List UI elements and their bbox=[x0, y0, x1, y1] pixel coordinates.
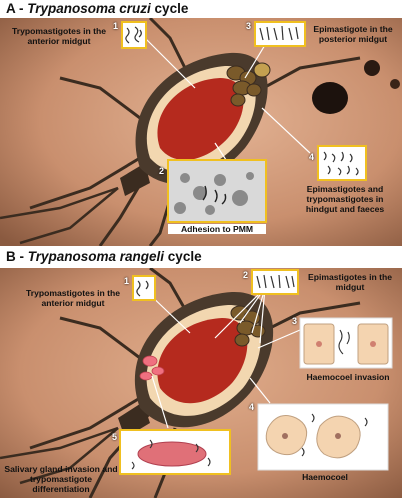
trypomastigote-icon bbox=[125, 26, 142, 44]
panel-b-title-prefix: B - bbox=[6, 249, 28, 264]
panel-a-diagram: 1 2 3 4 Trypomastigotes in the anterior … bbox=[0, 18, 402, 246]
salivary-parasite-icon bbox=[131, 439, 211, 470]
panel-a-illustration bbox=[0, 18, 402, 246]
callout-2-box bbox=[251, 269, 299, 295]
salivary-glands bbox=[139, 355, 165, 381]
step-4-number: 4 bbox=[249, 402, 255, 412]
callout-1-box bbox=[121, 21, 147, 49]
faeces-spot bbox=[390, 79, 400, 89]
bug-antennae bbox=[0, 426, 119, 485]
panel-a-title: A - Trypanosoma cruzi cycle bbox=[6, 1, 188, 16]
step-2-number: 2 bbox=[159, 166, 165, 176]
mixed-parasites-icon bbox=[323, 151, 359, 176]
step-1-number: 1 bbox=[113, 21, 119, 31]
step-2-number: 2 bbox=[243, 270, 249, 280]
label-a-hindgut-faeces: Epimastigotes and trypomastigotes in hin… bbox=[305, 184, 385, 214]
step-5-number: 5 bbox=[112, 432, 118, 442]
haemocoel-parasite-icon bbox=[301, 413, 368, 457]
panel-b-illustration bbox=[0, 268, 402, 498]
midgut bbox=[157, 78, 244, 161]
epithelium-cells bbox=[303, 323, 389, 365]
panel-a-species: Trypanosoma cruzi bbox=[27, 1, 151, 16]
epimastigote-icon bbox=[259, 25, 299, 41]
posterior-midgut-coils bbox=[226, 62, 271, 107]
step-3-number: 3 bbox=[292, 316, 298, 326]
haemocytes bbox=[265, 415, 361, 459]
label-a-anterior-midgut: Trypomastigotes in the anterior midgut bbox=[11, 26, 107, 46]
label-b-salivary-gland: Salivary gland invasion and trypomastigo… bbox=[4, 464, 118, 494]
label-b-haemocoel: Haemocoel bbox=[302, 472, 348, 482]
micrograph-texture bbox=[174, 172, 254, 215]
label-a-adhesion: Adhesion to PMM bbox=[168, 224, 266, 234]
trypomastigote-icon bbox=[136, 280, 149, 297]
bug-head bbox=[120, 163, 150, 196]
step-4-number: 4 bbox=[309, 152, 315, 162]
faeces-spot bbox=[364, 60, 380, 76]
faeces-spot bbox=[312, 82, 348, 114]
panel-b-species: Trypanosoma rangeli bbox=[27, 249, 165, 264]
epimastigote-icon bbox=[256, 274, 295, 289]
midgut bbox=[157, 318, 248, 404]
step-3-number: 3 bbox=[246, 21, 252, 31]
callout-4-box bbox=[317, 145, 367, 181]
label-b-haemocoel-invasion: Haemocoel invasion bbox=[306, 372, 390, 382]
step-1-number: 1 bbox=[124, 276, 130, 286]
panel-a-title-prefix: A - bbox=[6, 1, 28, 16]
panel-b-diagram: 1 2 3 4 5 Trypomastigotes in the anterio… bbox=[0, 268, 402, 498]
label-b-anterior-midgut: Trypomastigotes in the anterior midgut bbox=[25, 288, 121, 308]
panel-b-title: B - Trypanosoma rangeli cycle bbox=[6, 249, 202, 264]
panel-a-title-suffix: cycle bbox=[150, 1, 189, 16]
salivary-gland-illustration bbox=[137, 441, 207, 467]
label-b-midgut: Epimastigotes in the midgut bbox=[307, 272, 393, 292]
label-a-posterior-midgut: Epimastigote in the posterior midgut bbox=[313, 24, 393, 44]
invading-parasite-icon bbox=[338, 329, 350, 355]
parasite-adhesion-icon bbox=[202, 185, 227, 205]
panel-b-title-suffix: cycle bbox=[164, 249, 202, 264]
callout-1-box bbox=[132, 275, 156, 301]
bug-antennae bbox=[0, 186, 119, 245]
